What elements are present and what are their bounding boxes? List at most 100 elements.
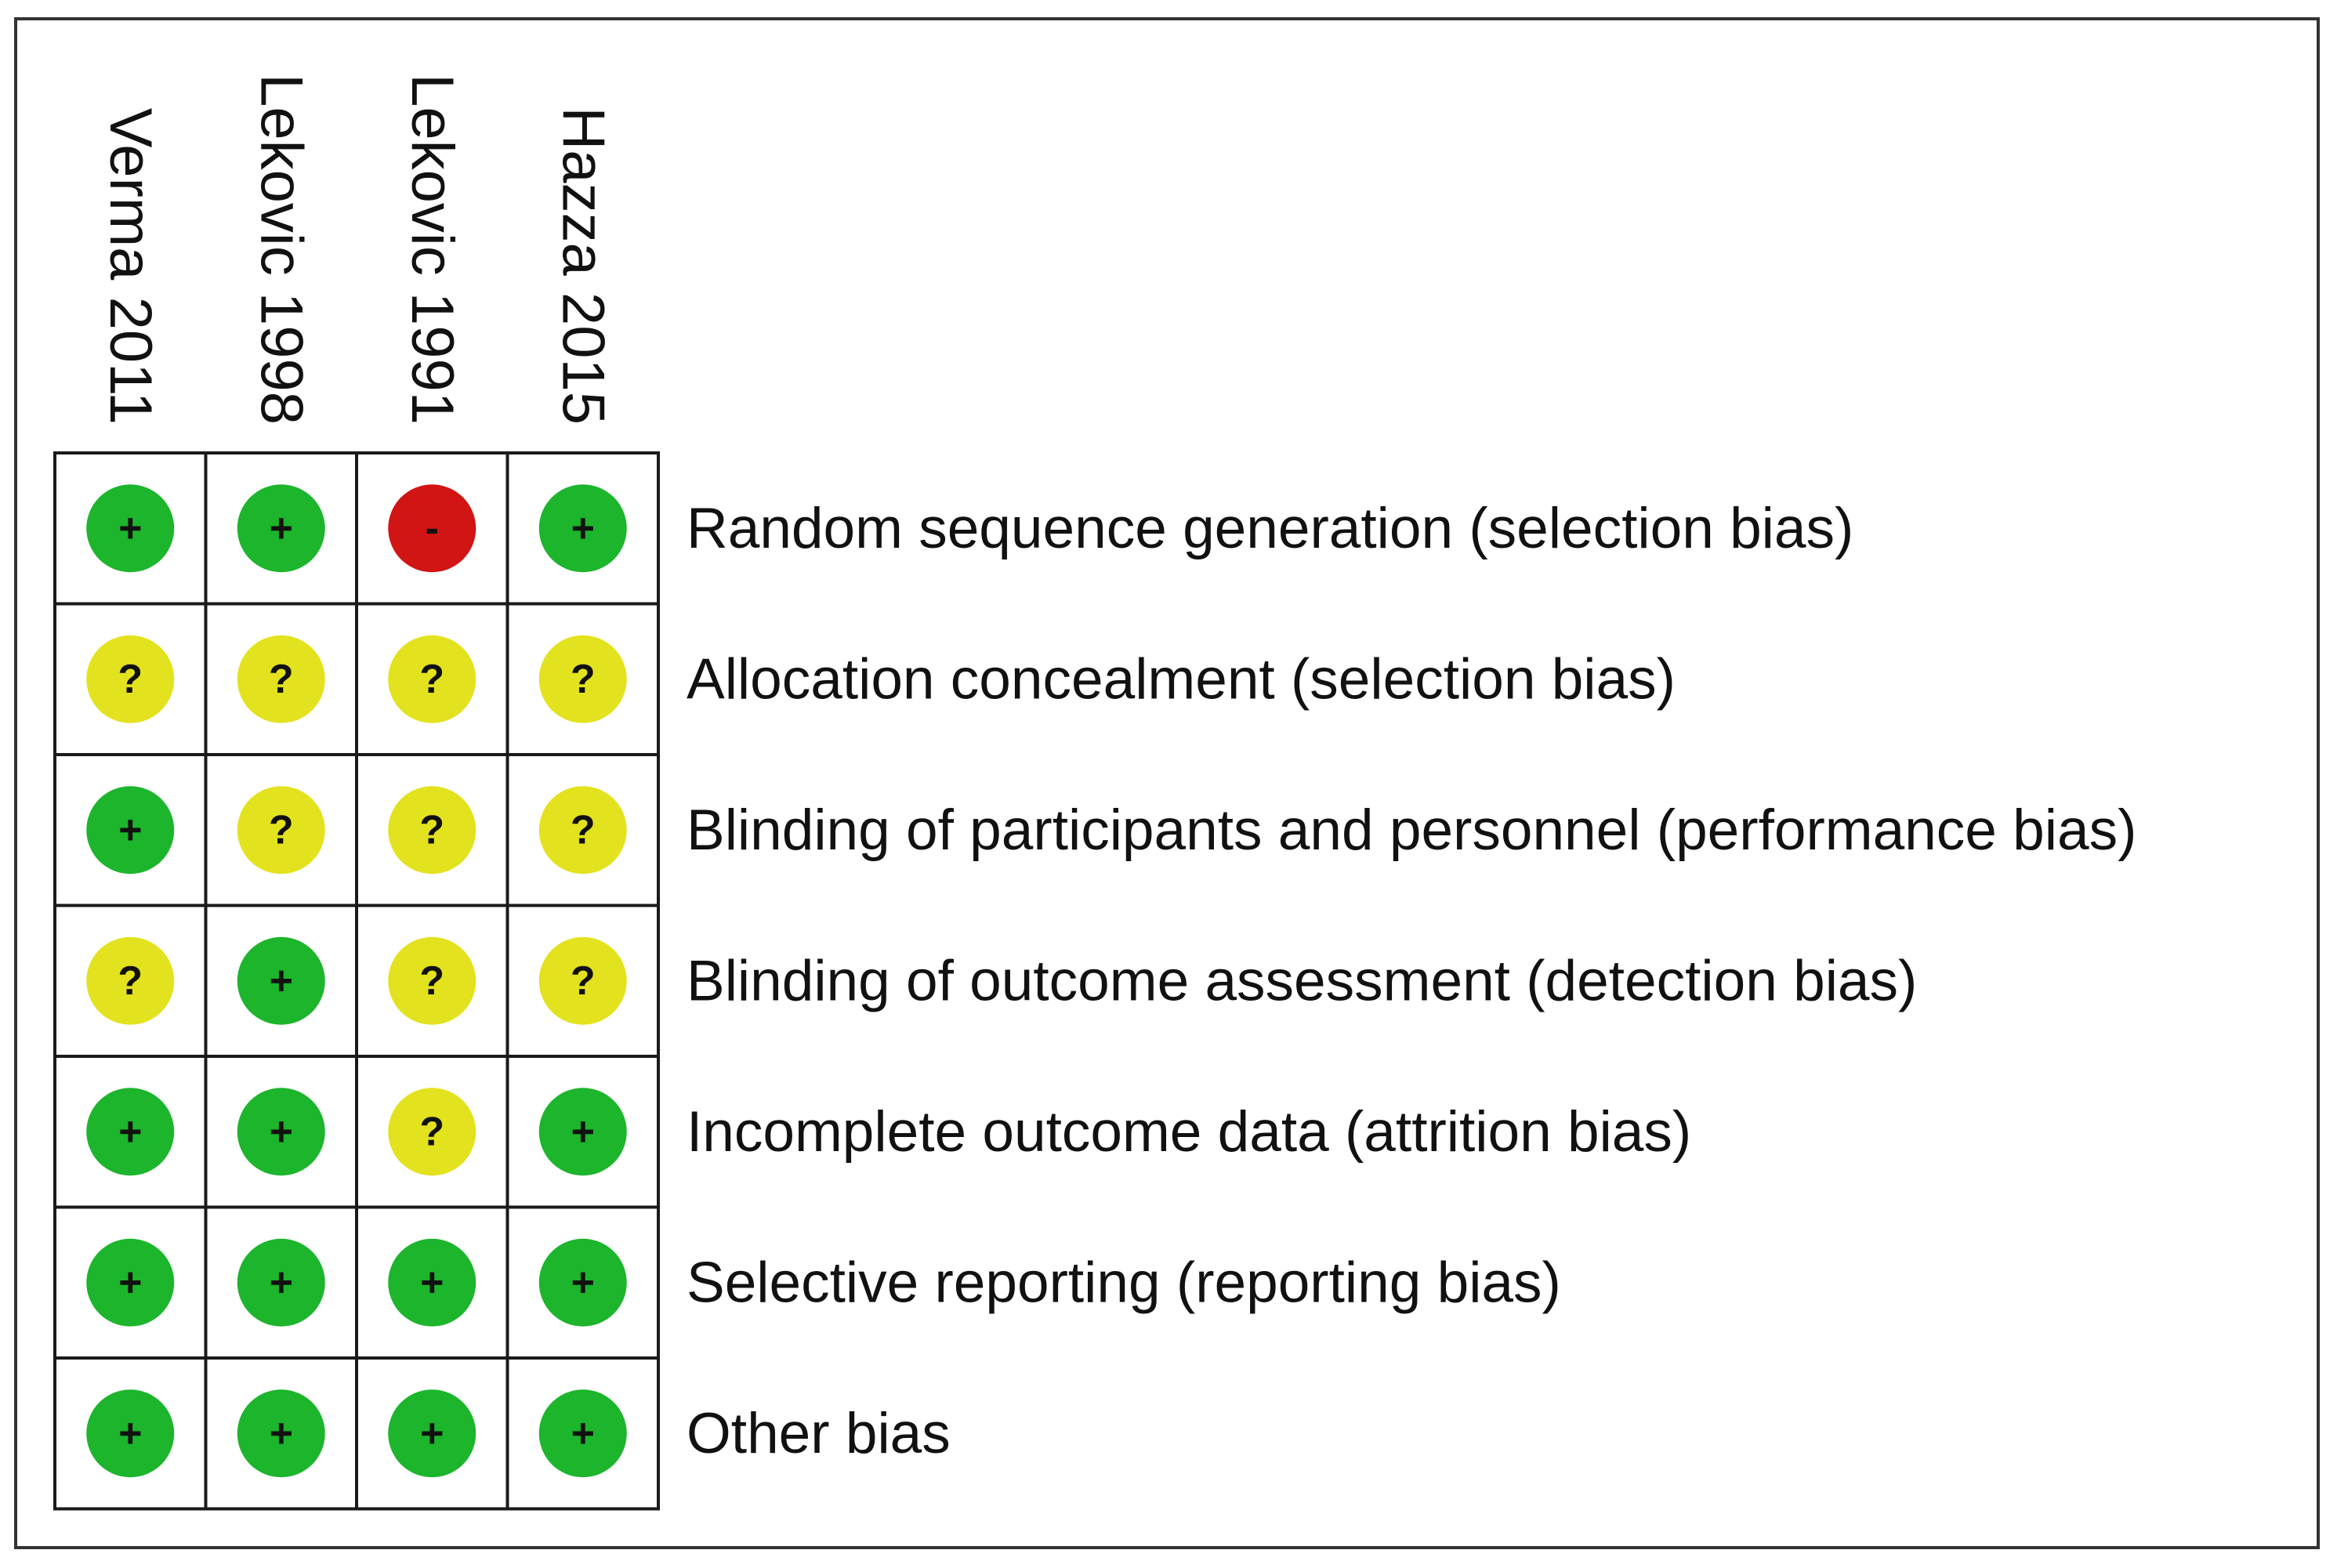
judgement-circle bbox=[86, 936, 175, 1025]
study-label: Verma 2011 bbox=[97, 108, 164, 425]
judgement-circle bbox=[237, 1389, 325, 1478]
judgement-unclear: ? bbox=[237, 786, 325, 875]
domain-label: Incomplete outcome data (attrition bias) bbox=[687, 1100, 1691, 1164]
judgement-low: + bbox=[86, 786, 175, 875]
domain-label: Allocation concealment (selection bias) bbox=[687, 647, 1676, 711]
judgement-circle bbox=[538, 635, 627, 723]
judgement-low: + bbox=[86, 1389, 175, 1478]
judgement-circle bbox=[388, 635, 476, 723]
judgement-unclear: ? bbox=[388, 786, 476, 875]
judgement-low: + bbox=[388, 1389, 476, 1478]
judgement-circle bbox=[86, 635, 175, 723]
judgement-circle bbox=[538, 786, 627, 875]
domain-label: Blinding of outcome assessment (detectio… bbox=[687, 949, 1917, 1012]
judgement-unclear: ? bbox=[538, 786, 627, 875]
judgement-low: + bbox=[86, 1238, 175, 1327]
judgement-symbol: + bbox=[270, 1410, 293, 1456]
judgement-symbol: ? bbox=[269, 657, 294, 702]
study-label: Hazza 2015 bbox=[549, 107, 616, 425]
judgement-symbol: + bbox=[118, 1410, 142, 1456]
domain-label: Selective reporting (reporting bias) bbox=[687, 1251, 1561, 1314]
judgement-circle bbox=[86, 1238, 175, 1327]
judgement-symbol: ? bbox=[118, 958, 143, 1004]
judgement-low: + bbox=[237, 936, 325, 1025]
judgement-low: + bbox=[388, 1238, 476, 1327]
judgement-symbol: ? bbox=[419, 807, 444, 853]
judgement-low: + bbox=[237, 1088, 325, 1176]
judgement-circle bbox=[237, 484, 325, 573]
judgement-circle bbox=[237, 786, 325, 875]
judgement-low: + bbox=[86, 484, 175, 573]
judgement-unclear: ? bbox=[538, 936, 627, 1025]
judgement-circle bbox=[237, 1238, 325, 1327]
judgement-circle bbox=[86, 484, 175, 573]
judgement-symbol: + bbox=[118, 1260, 142, 1305]
judgement-grid bbox=[53, 451, 660, 1511]
judgement-circle bbox=[538, 936, 627, 1025]
judgement-low: + bbox=[237, 1389, 325, 1478]
judgement-high: - bbox=[388, 484, 476, 573]
judgement-symbol: + bbox=[118, 505, 142, 551]
judgement-circle bbox=[388, 1088, 476, 1176]
judgement-symbol: + bbox=[270, 958, 293, 1004]
judgement-symbol: ? bbox=[571, 657, 596, 702]
judgement-symbol: + bbox=[571, 505, 595, 551]
judgement-circle bbox=[538, 1088, 627, 1176]
judgement-unclear: ? bbox=[388, 936, 476, 1025]
judgement-symbol: ? bbox=[419, 958, 444, 1004]
judgement-low: + bbox=[538, 484, 627, 573]
judgement-low: + bbox=[538, 1389, 627, 1478]
domain-labels: Random sequence generation (selection bi… bbox=[687, 497, 2136, 1465]
judgement-circle bbox=[237, 936, 325, 1025]
judgement-symbol: + bbox=[118, 807, 142, 853]
judgement-symbol: ? bbox=[118, 657, 143, 702]
judgement-symbol: + bbox=[420, 1260, 444, 1305]
judgement-unclear: ? bbox=[86, 635, 175, 723]
judgement-symbol: ? bbox=[419, 1109, 444, 1154]
judgement-symbol: + bbox=[270, 505, 293, 551]
judgement-circle bbox=[86, 786, 175, 875]
study-labels: Verma 2011 Lekovic 1998 Lekovic 1991 Hazza … bbox=[97, 74, 617, 425]
judgement-unclear: ? bbox=[388, 635, 476, 723]
judgement-symbol: + bbox=[118, 1109, 142, 1154]
judgement-symbol: + bbox=[420, 1410, 444, 1456]
judgement-circle bbox=[388, 936, 476, 1025]
judgement-symbol: + bbox=[571, 1410, 595, 1456]
judgement-low: + bbox=[538, 1238, 627, 1327]
judgement-symbol: + bbox=[270, 1260, 293, 1305]
judgement-low: + bbox=[86, 1088, 175, 1176]
judgement-symbol: ? bbox=[571, 958, 596, 1004]
judgement-low: + bbox=[237, 1238, 325, 1327]
judgement-symbol: + bbox=[571, 1109, 595, 1154]
domain-label: Other bias bbox=[687, 1402, 951, 1465]
judgement-symbol: ? bbox=[571, 807, 596, 853]
judgement-circle bbox=[388, 484, 476, 573]
judgement-circle bbox=[388, 1238, 476, 1327]
judgement-symbol: - bbox=[426, 505, 439, 551]
study-label: Lekovic 1998 bbox=[248, 74, 314, 425]
judgement-circle bbox=[86, 1389, 175, 1478]
judgement-unclear: ? bbox=[86, 936, 175, 1025]
judgement-symbol: ? bbox=[419, 657, 444, 702]
judgement-unclear: ? bbox=[388, 1088, 476, 1176]
judgement-low: + bbox=[237, 484, 325, 573]
judgement-low: + bbox=[538, 1088, 627, 1176]
judgement-unclear: ? bbox=[237, 635, 325, 723]
judgement-circle bbox=[538, 1238, 627, 1327]
judgement-symbol: ? bbox=[269, 807, 294, 853]
judgement-symbol: + bbox=[571, 1260, 595, 1305]
domain-label: Blinding of participants and personnel (… bbox=[687, 798, 2136, 862]
judgement-unclear: ? bbox=[538, 635, 627, 723]
study-label: Lekovic 1991 bbox=[399, 74, 466, 425]
judgement-circle bbox=[538, 484, 627, 573]
judgement-symbol: + bbox=[270, 1109, 293, 1154]
judgement-circle bbox=[237, 635, 325, 723]
judgement-circle bbox=[388, 1389, 476, 1478]
judgement-circle bbox=[86, 1088, 175, 1176]
domain-label: Random sequence generation (selection bi… bbox=[687, 497, 1853, 560]
judgement-cells: + + - +???? +???? +?? + +? + + + + + + + + + bbox=[86, 484, 627, 1478]
judgement-circle bbox=[388, 786, 476, 875]
judgement-circle bbox=[538, 1389, 627, 1478]
judgement-circle bbox=[237, 1088, 325, 1176]
